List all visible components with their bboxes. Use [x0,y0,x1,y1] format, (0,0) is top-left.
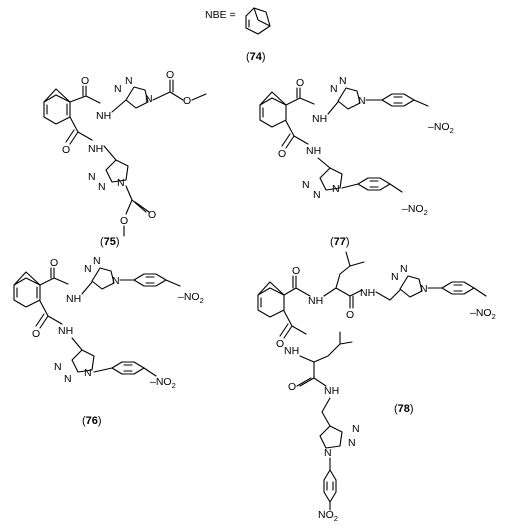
svg-text:O: O [296,77,304,89]
svg-text:N: N [125,75,133,87]
compound-label-78: (78) [394,403,414,415]
svg-text:N: N [98,181,106,193]
svg-text:O: O [346,309,354,321]
svg-text:–NO2: –NO2 [402,203,428,217]
norbornene-core [13,271,41,308]
compound-label-76: (76) [82,415,102,427]
svg-text:N: N [332,183,340,195]
svg-text:N: N [391,271,399,283]
svg-text:–NO2: –NO2 [178,291,204,305]
svg-text:NH: NH [58,325,73,337]
svg-text:NH: NH [360,287,375,299]
compound-77: O NH N N N –NO2 O NH N N N –NO2 (77) [259,75,454,248]
nbe-structure [245,7,271,35]
compound-label-74: (74) [246,51,266,63]
svg-text:N: N [400,263,408,275]
svg-text:N: N [114,83,122,95]
svg-text:O: O [292,265,300,277]
svg-text:–NO2: –NO2 [428,121,454,135]
svg-text:N: N [117,177,125,189]
svg-text:N: N [145,93,153,105]
svg-text:–NO2: –NO2 [150,376,176,390]
compound-label-77: (77) [330,236,350,248]
svg-text:N: N [84,367,92,379]
svg-text:N: N [302,179,310,191]
norbornene-core [257,281,285,318]
svg-text:O: O [32,328,40,340]
nbe-label: NBE = [205,9,236,21]
svg-text:O: O [166,69,174,81]
svg-text:NH: NH [96,110,111,122]
svg-text:NH: NH [66,293,81,305]
svg-text:NH: NH [312,113,327,125]
svg-text:NH: NH [308,295,323,307]
svg-text:O: O [276,338,284,350]
compound-74: NBE = (74) [205,7,271,63]
svg-text:NH: NH [88,143,103,155]
svg-text:NH: NH [306,145,321,157]
svg-text:N: N [84,263,92,275]
compound-76: O NH N N N –NO2 O NH N N N –NO2 (76) [13,255,204,427]
svg-text:NH: NH [284,345,299,357]
svg-text:N: N [54,361,62,373]
svg-text:N: N [352,423,360,435]
svg-text:N: N [339,75,347,87]
compound-label-75: (75) [100,236,120,248]
svg-text:N: N [313,189,321,201]
svg-text:N: N [330,83,338,95]
svg-text:O: O [62,144,70,156]
svg-text:N: N [348,437,356,449]
svg-text:–NO2: –NO2 [470,307,496,321]
svg-text:N: N [112,275,120,287]
svg-text:N: N [64,373,72,385]
svg-text:N: N [358,95,366,107]
svg-text:O: O [183,95,191,107]
svg-text:NO2: NO2 [318,509,338,523]
svg-text:N: N [324,447,332,459]
norbornene-core [259,91,287,128]
svg-text:O: O [278,148,286,160]
svg-text:O: O [81,75,89,87]
svg-text:NH: NH [324,385,339,397]
compound-75: O NH N N N O O O NH N N N O O (75) [43,69,207,248]
svg-text:O: O [288,381,296,393]
norbornene-core [43,88,71,125]
svg-text:N: N [93,255,101,267]
svg-text:O: O [120,215,128,227]
svg-text:O: O [148,209,156,221]
svg-text:N: N [88,171,96,183]
svg-text:N: N [420,283,428,295]
svg-text:O: O [50,257,58,269]
compound-78: O NH O NH N N N –NO2 O NH O [257,251,496,523]
